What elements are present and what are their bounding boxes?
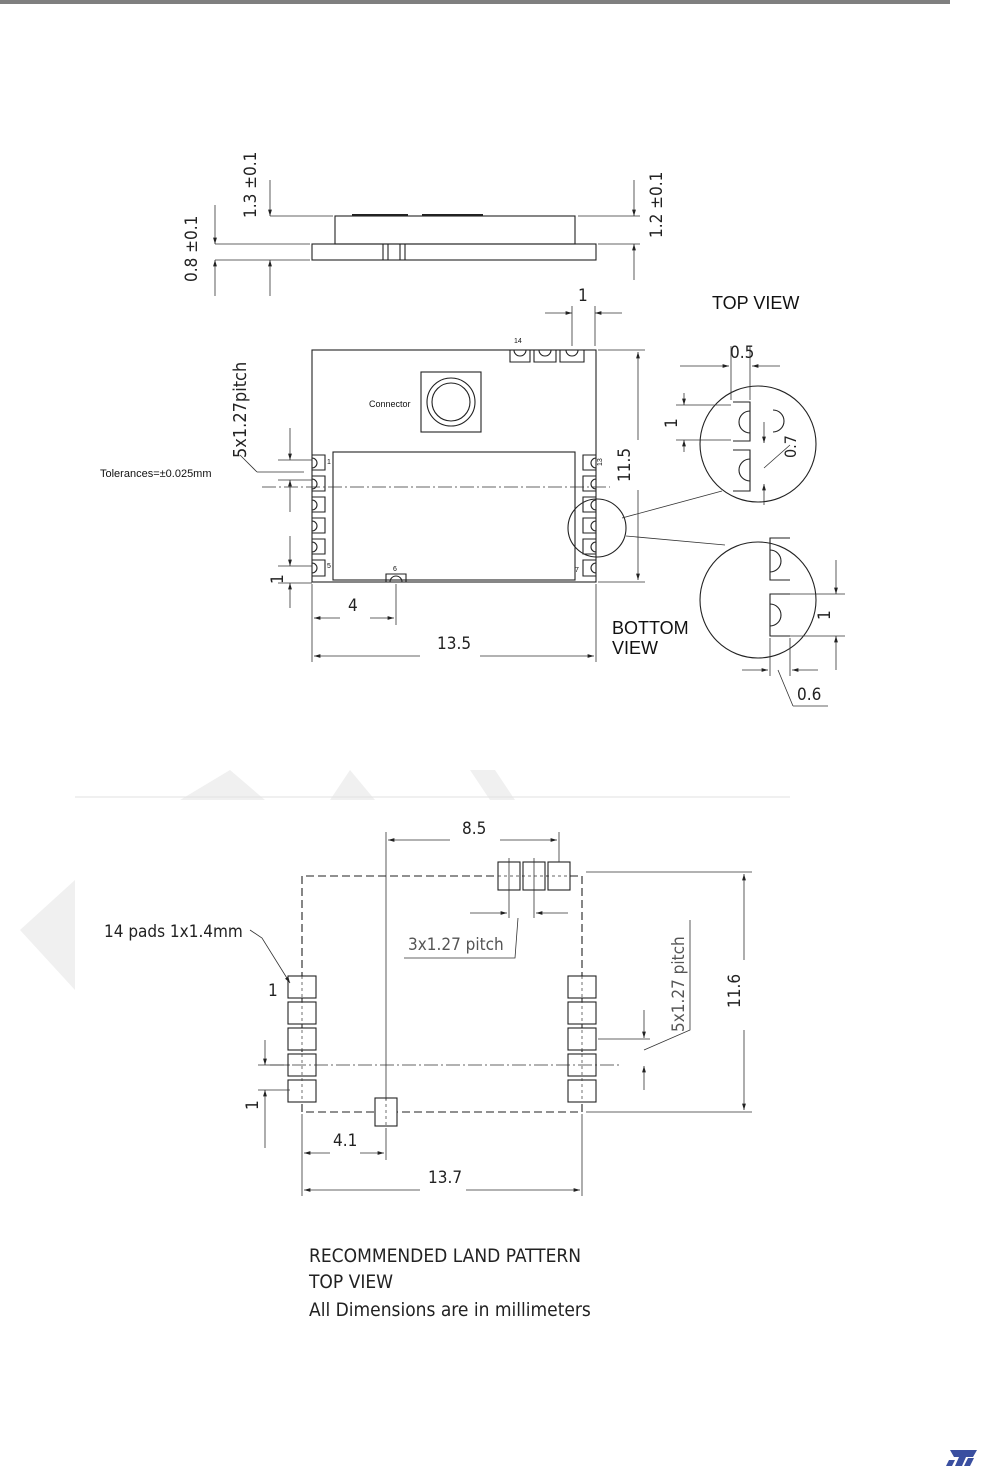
dim-1-left: [278, 536, 312, 608]
dim-1-left-label: 1: [268, 574, 288, 584]
pin-7-label: 7: [575, 567, 579, 574]
lp-dim-1: 1: [243, 1100, 263, 1110]
dim-1-top: [545, 306, 622, 346]
connector-label: Connector: [369, 399, 411, 409]
lp-dim-11-6: 11.6: [725, 974, 745, 1008]
top-view-label: TOP VIEW: [712, 293, 799, 313]
module-top-view: [262, 350, 626, 582]
lp-dim-8-5: 8.5: [462, 819, 486, 839]
detail-0-7-label: 0.7: [781, 435, 800, 458]
lp-caption-2: TOP VIEW: [308, 1271, 393, 1293]
dim-13-5-label: 13.5: [437, 634, 471, 654]
bottom-view-label-2: VIEW: [612, 638, 658, 658]
detail-1-b-label: 1: [815, 610, 835, 620]
dim-0-8: 0.8 ±0.1: [182, 216, 202, 282]
dim-1-top-label: 1: [578, 286, 588, 306]
detail-0-6-label: 0.6: [797, 685, 821, 705]
lp-dim-13-7: 13.7: [428, 1168, 462, 1188]
watermark: [20, 770, 515, 990]
pin-6-label: 6: [393, 566, 397, 573]
pin-14-label: 14: [514, 338, 522, 345]
side-view: [215, 180, 640, 296]
dim-1-2: 1.2 ±0.1: [647, 172, 667, 238]
dim-1-3: 1.3 ±0.1: [241, 152, 261, 218]
pin-5-label: 5: [327, 563, 331, 570]
st-logo-icon: [944, 1448, 978, 1468]
lp-pads-label: 14 pads 1x1.4mm: [104, 922, 243, 942]
lp-caption-3: All Dimensions are in millimeters: [309, 1299, 591, 1321]
pin-1-label: 1: [327, 459, 331, 466]
lp-dim-4-1: 4.1: [333, 1131, 357, 1151]
lp-pitch-3: 3x1.27 pitch: [408, 935, 504, 955]
detail-bottom: [700, 538, 845, 706]
pitch-label: 5x1.27pitch: [230, 362, 251, 458]
detail-0-5-label: 0.5: [730, 343, 754, 363]
tolerance-label: Tolerances=±0.025mm: [100, 468, 212, 480]
lp-pad-1-label: 1: [268, 981, 278, 1001]
detail-1-label: 1: [662, 418, 682, 428]
dim-11-5-label: 11.5: [615, 448, 635, 482]
lp-pitch-5: 5x1.27 pitch: [669, 936, 689, 1032]
lp-caption-1: RECOMMENDED LAND PATTERN: [309, 1245, 581, 1267]
bottom-view-label-1: BOTTOM: [612, 618, 689, 638]
dim-4-label: 4: [348, 596, 358, 616]
pin-13-label: 13: [597, 458, 604, 466]
